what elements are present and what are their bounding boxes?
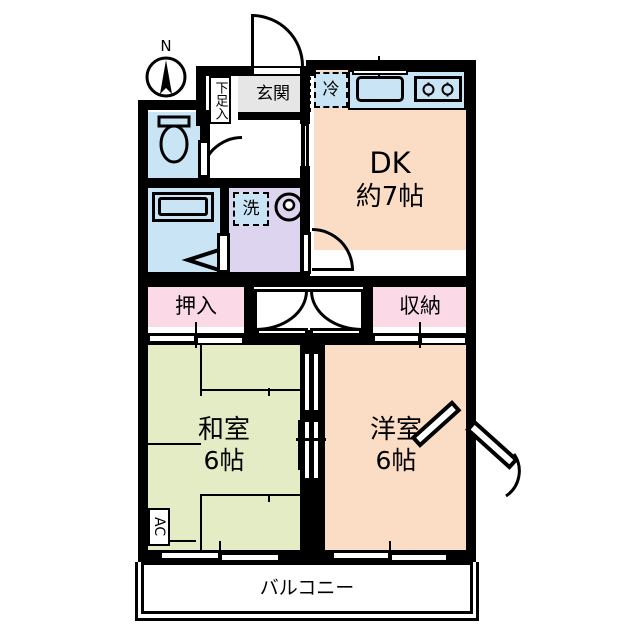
shuunou-door-mark xyxy=(419,322,421,348)
entrance-door-swing-icon xyxy=(252,14,304,66)
washing-machine-label: 洗 xyxy=(242,198,260,219)
balcony-label: バルコニー xyxy=(259,576,355,599)
oshiire-sliding-door-left[interactable] xyxy=(148,334,196,343)
refrigerator-label: 冷 xyxy=(322,79,340,100)
entrance-door-hinge xyxy=(251,14,254,67)
wall-oshiire-right xyxy=(244,287,254,333)
closet-oshiire-label: 押入 xyxy=(175,294,217,319)
ac-line xyxy=(170,540,196,542)
tatami-seam xyxy=(200,494,300,496)
oshiire-door-mark xyxy=(195,322,197,348)
wall-top-entry xyxy=(196,66,252,76)
room-dk-area: 約7帖 xyxy=(355,182,425,213)
sanitary-door-panel[interactable] xyxy=(301,232,311,274)
compass-north-label: N xyxy=(160,37,172,55)
wall-bath-right xyxy=(220,188,229,272)
balcony-area: バルコニー xyxy=(141,562,473,614)
entrance-genkan-label: 玄関 xyxy=(256,83,290,104)
tatami-seam xyxy=(268,388,270,396)
tatami-seam xyxy=(200,388,202,396)
tatami-seam xyxy=(200,494,202,550)
entrance-genkan: 玄関 xyxy=(238,76,308,112)
room-washitsu xyxy=(148,345,300,550)
closet-shuunou: 収納 xyxy=(373,287,467,327)
shoe-cabinet-label: 下足入 xyxy=(212,80,228,120)
tatami-seam xyxy=(200,345,202,390)
room-dk-name: DK xyxy=(369,146,411,181)
entrance-door-panel[interactable] xyxy=(252,66,302,76)
bath-door-panel[interactable] xyxy=(217,233,230,273)
refrigerator-icon: 冷 xyxy=(314,72,348,108)
wall-toilet-bottom xyxy=(138,178,230,188)
wall-top-right xyxy=(306,60,474,70)
room-washitsu-name: 和室 xyxy=(197,414,250,445)
dk-door-hinge xyxy=(312,268,354,271)
faucet-bar2-icon xyxy=(352,69,408,75)
wall-outer-left xyxy=(138,100,148,560)
shuunou-sliding-door-left[interactable] xyxy=(373,334,420,343)
wall-genkan-left xyxy=(196,66,206,126)
room-yoshitsu-area: 6帖 xyxy=(375,445,417,475)
room-partition-sliding-door-bottom2[interactable] xyxy=(312,420,320,480)
toilet-door-panel[interactable] xyxy=(198,140,210,178)
dk-side-strip-icon xyxy=(305,70,311,112)
kitchen-sink-icon xyxy=(356,76,404,102)
wall-corner-fill xyxy=(306,60,316,74)
left-wall-notch xyxy=(138,178,148,188)
wall-shuunou-left xyxy=(363,287,373,333)
tatami-seam xyxy=(268,494,270,502)
wall-sanitary-top xyxy=(206,178,310,188)
bath-door-fold-icon xyxy=(181,248,220,272)
yoshitsu-window-mark xyxy=(389,541,391,569)
air-conditioner-icon: AC xyxy=(148,508,170,546)
washitsu-balcony-window-left[interactable] xyxy=(160,551,220,560)
wall-outer-right xyxy=(466,60,476,560)
closet-oshiire: 押入 xyxy=(148,287,244,327)
yoshitsu-balcony-window-right[interactable] xyxy=(390,553,448,562)
balcony-outer-rail xyxy=(135,562,479,621)
yoshitsu-exterior-door[interactable] xyxy=(410,399,538,514)
gas-stove-icon xyxy=(414,76,462,102)
oshiire-sliding-door-right[interactable] xyxy=(196,336,244,345)
tatami-seam xyxy=(298,420,300,470)
room-partition-mark2 xyxy=(310,428,313,452)
closet-shuunou-label: 収納 xyxy=(399,294,441,319)
wall-top-left xyxy=(138,100,206,110)
room-washitsu-area: 6帖 xyxy=(203,445,245,475)
room-dk-label-group: DK 約7帖 xyxy=(314,140,466,220)
tatami-seam xyxy=(200,389,300,391)
washitsu-window-mark xyxy=(219,541,221,569)
wall-genkan-bottom xyxy=(238,112,310,120)
room-partition-sliding-door-top[interactable] xyxy=(303,352,311,412)
compass-north-icon: N xyxy=(140,38,192,98)
room-washitsu-label-group: 和室 6帖 xyxy=(148,405,300,485)
shuunou-sliding-door-right[interactable] xyxy=(420,336,467,345)
room-yoshitsu xyxy=(325,345,467,550)
shoe-cabinet-getabako: 下足入 xyxy=(209,76,231,124)
tatami-seam xyxy=(148,443,201,445)
bathtub-inner-icon xyxy=(158,197,208,216)
air-conditioner-label: AC xyxy=(151,517,167,537)
sliding-partition-panel2[interactable] xyxy=(303,124,308,168)
washitsu-balcony-window-right[interactable] xyxy=(220,553,280,562)
room-partition-sliding-door-bottom[interactable] xyxy=(312,352,320,412)
yoshitsu-balcony-window-left[interactable] xyxy=(332,551,390,560)
toilet-icon xyxy=(155,115,193,166)
washing-machine-icon: 洗 xyxy=(233,192,269,226)
wall-mid-horizontal xyxy=(138,276,476,287)
